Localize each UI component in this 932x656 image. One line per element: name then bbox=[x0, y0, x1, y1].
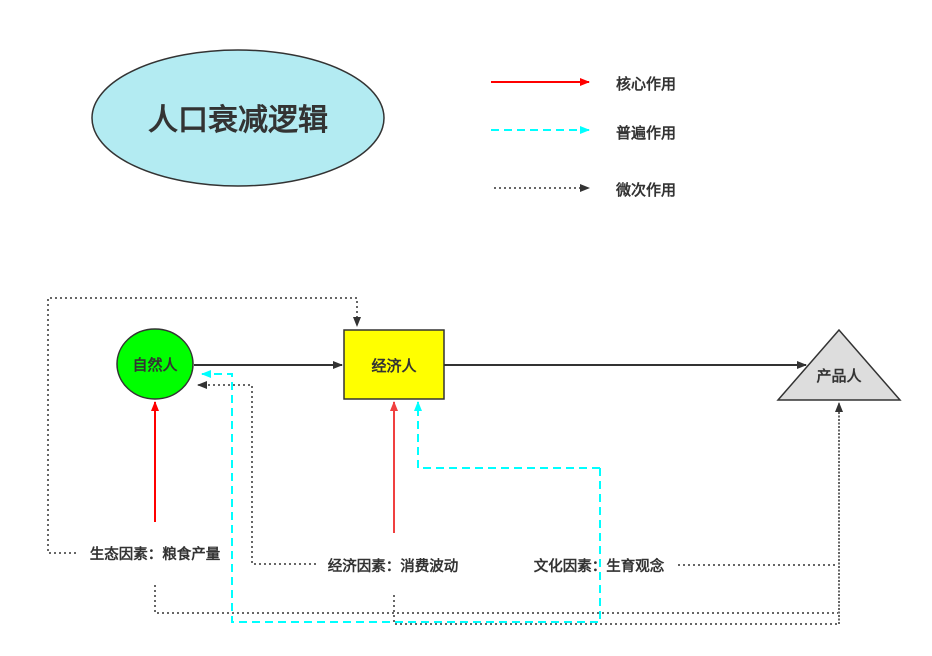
legend-minor-label: 微次作用 bbox=[615, 181, 676, 199]
edge-econfactor-to-natural bbox=[197, 381, 316, 565]
edge-ecological-to-economic bbox=[47, 297, 361, 554]
factor-cultural: 文化因素：生育观念 bbox=[534, 557, 665, 575]
legend: 核心作用 普遍作用 微次作用 bbox=[491, 75, 676, 199]
edge-cultural-to-natural bbox=[201, 370, 601, 623]
edge-econfactor-to-product bbox=[393, 595, 838, 625]
economic-label: 经济人 bbox=[371, 357, 417, 375]
legend-core-label: 核心作用 bbox=[616, 75, 676, 93]
node-product: 产品人 bbox=[776, 328, 902, 401]
edge-cultural-to-economic bbox=[414, 401, 600, 469]
factor-economic: 经济因素：消费波动 bbox=[328, 557, 459, 575]
factor-ecological: 生态因素：粮食产量 bbox=[90, 545, 221, 563]
title-node: 人口衰减逻辑 bbox=[91, 49, 385, 187]
edge-ecological-to-product bbox=[154, 585, 838, 614]
product-shape bbox=[776, 328, 902, 401]
node-economic: 经济人 bbox=[343, 329, 445, 400]
connectors bbox=[47, 297, 843, 625]
title-ellipse bbox=[91, 49, 385, 187]
node-natural: 自然人 bbox=[116, 328, 194, 400]
legend-general-label: 普遍作用 bbox=[616, 124, 676, 142]
natural-shape bbox=[116, 328, 194, 400]
title-text: 人口衰减逻辑 bbox=[148, 103, 328, 138]
economic-shape bbox=[343, 329, 445, 400]
natural-label: 自然人 bbox=[132, 356, 178, 374]
product-label: 产品人 bbox=[816, 367, 862, 385]
